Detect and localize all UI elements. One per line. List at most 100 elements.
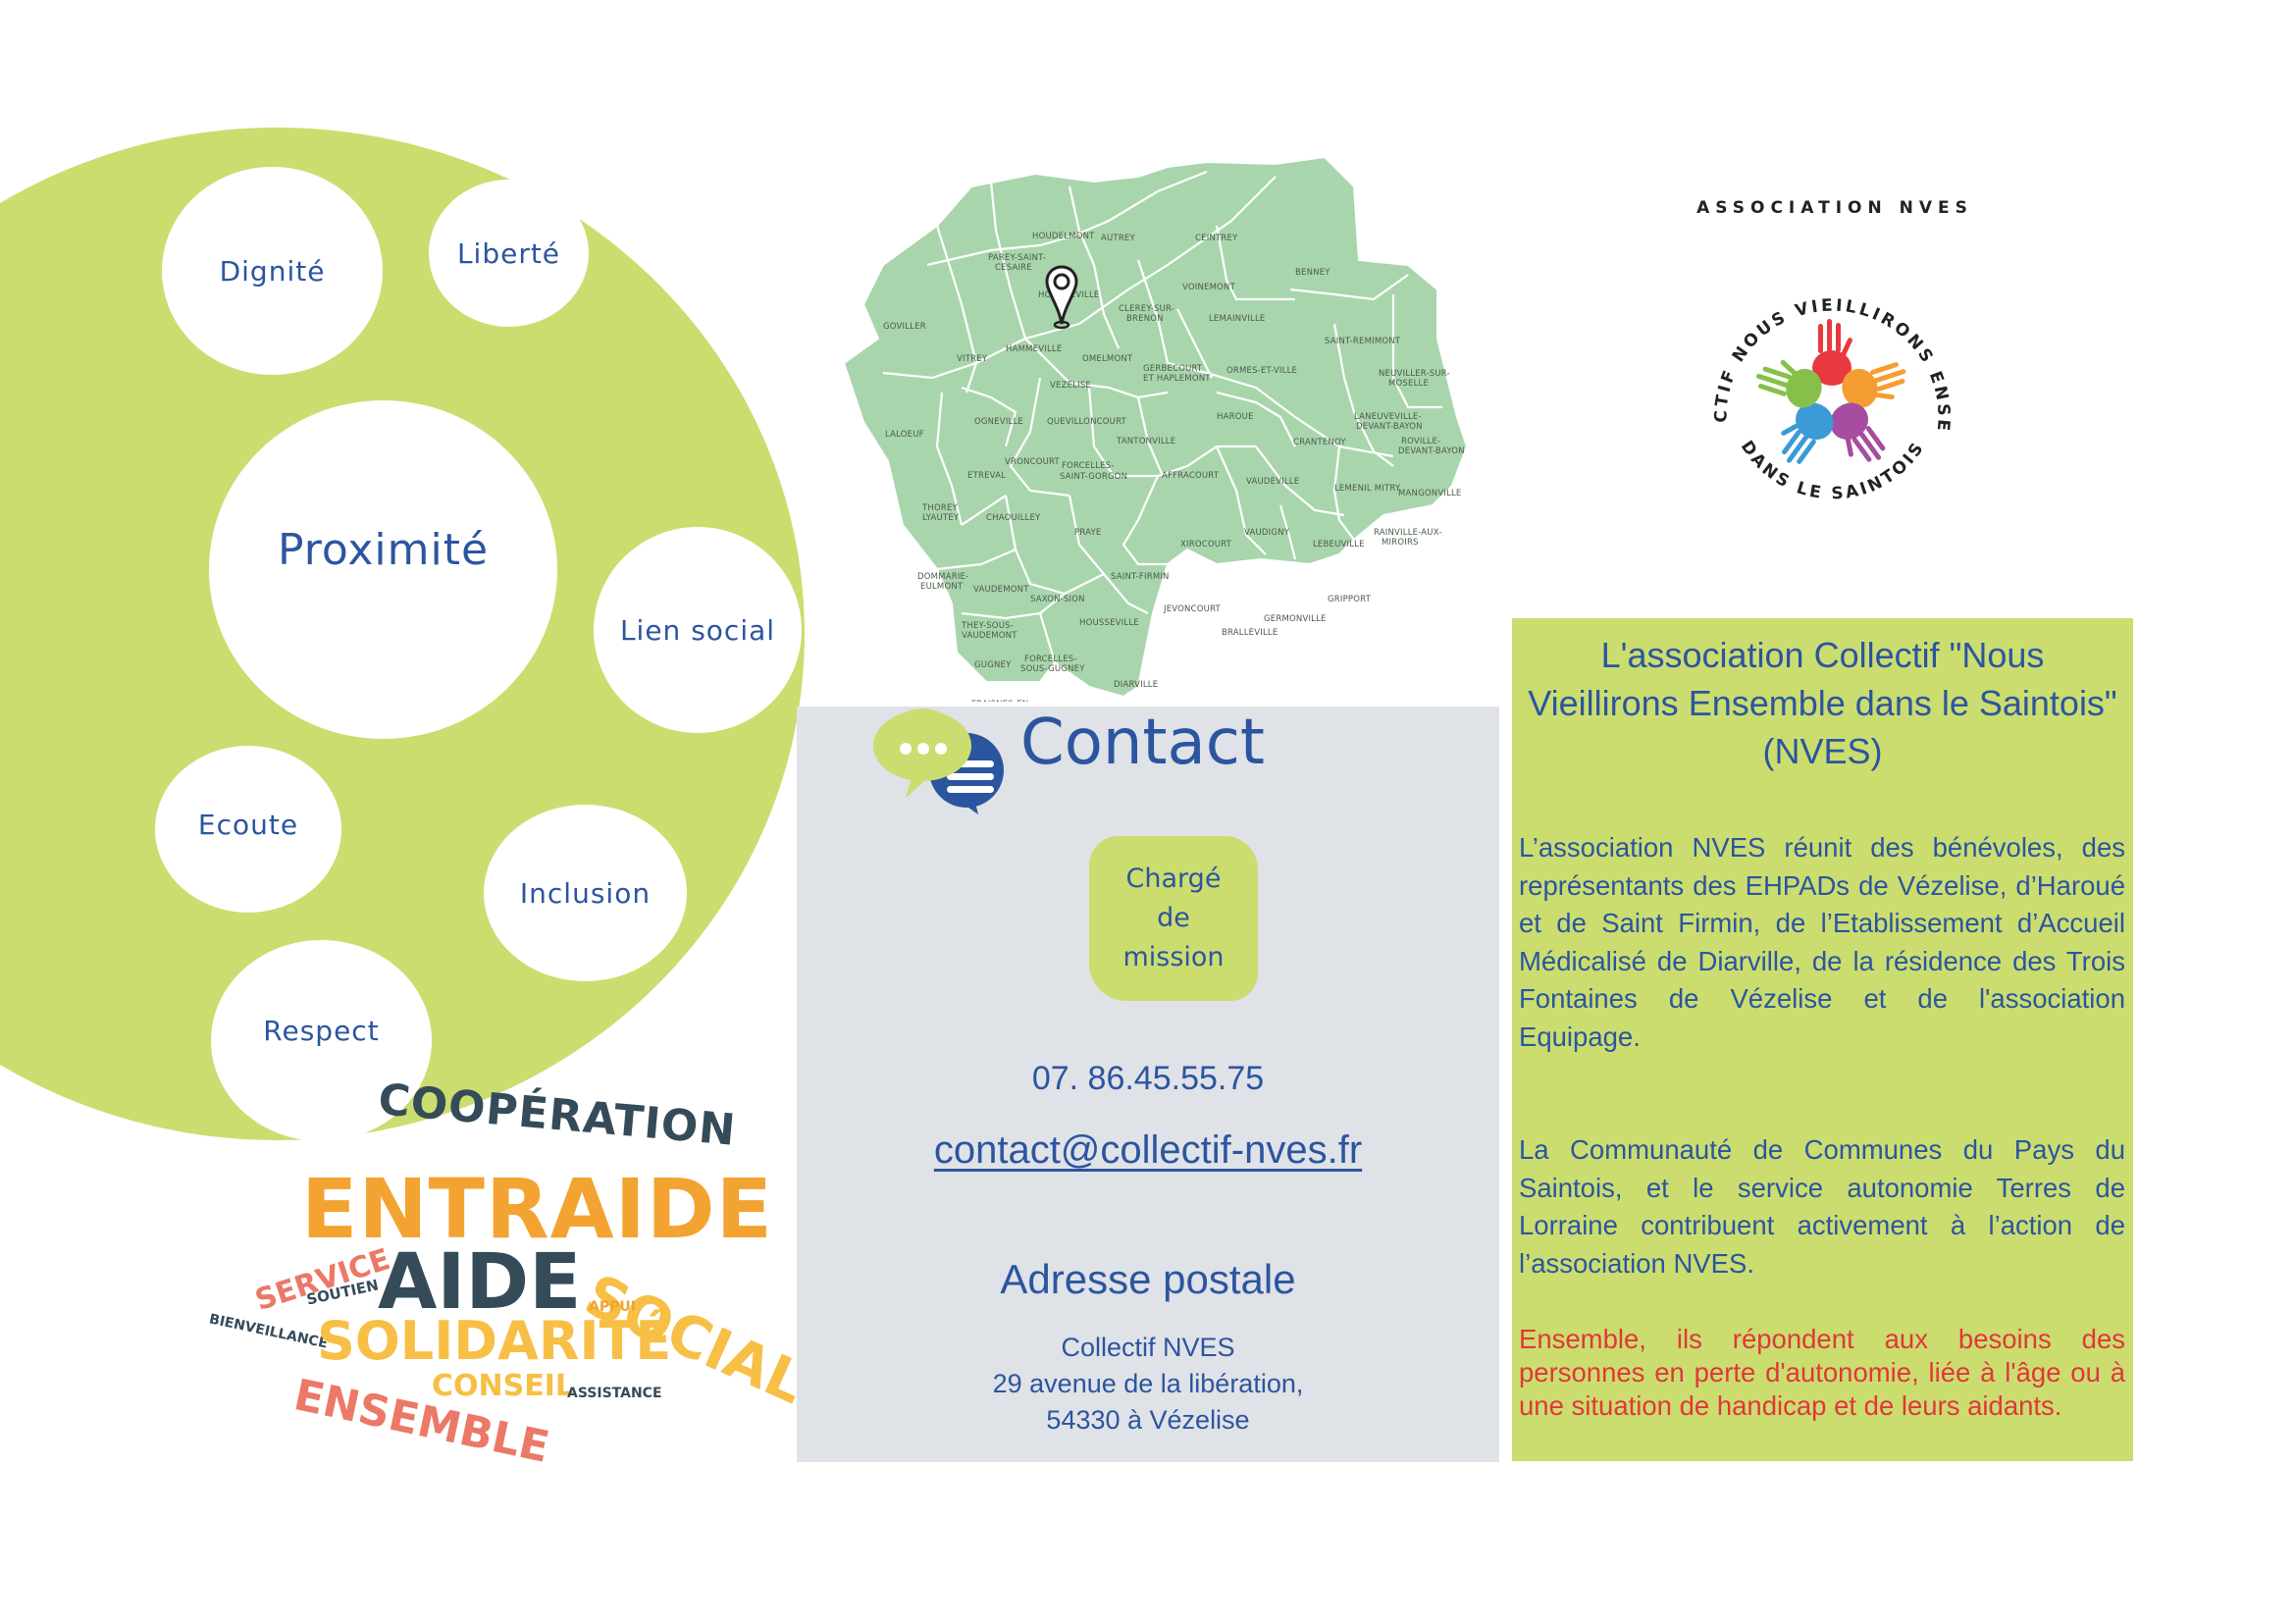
svg-text:GERMONVILLE: GERMONVILLE	[1264, 614, 1327, 624]
svg-text:CRANTENOY: CRANTENOY	[1293, 438, 1346, 447]
svg-text:SAINT-GORGON: SAINT-GORGON	[1060, 472, 1127, 482]
svg-text:DEVANT-BAYON: DEVANT-BAYON	[1398, 446, 1465, 456]
logo-ring-bottom: DANS LE SAINTOIS	[1737, 438, 1926, 504]
svg-text:JEVONCOURT: JEVONCOURT	[1163, 604, 1222, 614]
value-label: Respect	[263, 1015, 380, 1047]
svg-text:AFFRACOURT: AFFRACOURT	[1162, 471, 1220, 481]
logo-title: ASSOCIATION NVES	[1696, 198, 1973, 218]
svg-text:SAINT-FIRMIN: SAINT-FIRMIN	[1111, 572, 1170, 582]
value-bubble-ecoute: Ecoute	[155, 746, 341, 913]
svg-text:AUTREY: AUTREY	[1101, 234, 1136, 243]
map-svg: HOUDELMONT AUTREY CEINTREY PAREY-SAINT- …	[842, 155, 1469, 739]
nves-logo: COLLECTIF NOUS VIEILLIRONS ENSEMBLE DANS…	[1697, 250, 1951, 504]
svg-text:VOINEMONT: VOINEMONT	[1182, 283, 1236, 292]
svg-text:PRAYE: PRAYE	[1074, 528, 1101, 538]
svg-text:FORCELLES-: FORCELLES-	[1024, 655, 1077, 664]
svg-text:ORMES-ET-VILLE: ORMES-ET-VILLE	[1226, 366, 1297, 376]
postal-address: Collectif NVES 29 avenue de la libératio…	[797, 1330, 1499, 1439]
commune-borders	[882, 170, 1442, 663]
svg-text:OGNEVILLE: OGNEVILLE	[974, 417, 1023, 427]
svg-text:HAROUE: HAROUE	[1217, 412, 1254, 422]
svg-text:LANEUVEVILLE-: LANEUVEVILLE-	[1354, 412, 1422, 422]
word-appui: APPUI	[589, 1299, 636, 1315]
svg-text:CHAOUILLEY: CHAOUILLEY	[986, 513, 1041, 523]
svg-text:OMELMONT: OMELMONT	[1082, 354, 1133, 364]
word-cooperation: COOPÉRATION	[376, 1074, 739, 1156]
svg-text:ET HAPLEMONT: ET HAPLEMONT	[1143, 374, 1211, 384]
commune-labels: HOUDELMONT AUTREY CEINTREY PAREY-SAINT- …	[883, 232, 1465, 739]
value-label: Dignité	[219, 254, 326, 288]
svg-text:LALOEUF: LALOEUF	[885, 430, 924, 440]
about-paragraph-members: L’association NVES réunit des bénévoles,…	[1519, 832, 2125, 1052]
phone-number[interactable]: 07. 86.45.55.75	[1031, 1060, 1265, 1097]
role-line: mission	[1122, 942, 1225, 972]
chat-bubbles-icon	[873, 708, 1004, 814]
svg-text:DOMMARIE-: DOMMARIE-	[917, 572, 968, 582]
svg-text:VAUDIGNY: VAUDIGNY	[1244, 528, 1290, 538]
word-conseil: CONSEIL	[432, 1369, 575, 1403]
svg-text:GUGNEY: GUGNEY	[974, 660, 1012, 670]
value-bubble-proximite: Proximité	[209, 400, 557, 739]
svg-text:LEMAINVILLE: LEMAINVILLE	[1209, 314, 1265, 324]
value-label: Inclusion	[519, 876, 652, 910]
role-line: Chargé	[1125, 864, 1222, 894]
svg-text:FRAISNES-EN-: FRAISNES-EN-	[971, 700, 1032, 702]
svg-text:SOUS-GUGNEY: SOUS-GUGNEY	[1020, 664, 1085, 674]
svg-text:HAMMEVILLE: HAMMEVILLE	[1006, 344, 1062, 354]
svg-text:SAINT-REMIMONT: SAINT-REMIMONT	[1325, 337, 1401, 346]
contact-panel	[797, 707, 1499, 1462]
svg-text:THEY-SOUS-: THEY-SOUS-	[961, 621, 1014, 631]
saintois-map: HOUDELMONT AUTREY CEINTREY PAREY-SAINT- …	[842, 152, 1491, 739]
word-solidarite: SOLIDARITÉ	[317, 1310, 672, 1372]
address-line: Collectif NVES	[1061, 1333, 1235, 1362]
svg-text:CLEREY-SUR-: CLEREY-SUR-	[1119, 304, 1174, 314]
svg-text:NEUVILLER-SUR-: NEUVILLER-SUR-	[1379, 369, 1450, 379]
svg-text:BRALLEVILLE: BRALLEVILLE	[1222, 628, 1278, 638]
svg-text:VAUDEVILLE: VAUDEVILLE	[1246, 477, 1299, 487]
svg-text:DIARVILLE: DIARVILLE	[1114, 680, 1158, 690]
svg-text:CEINTREY: CEINTREY	[1195, 234, 1238, 243]
value-label: Ecoute	[197, 808, 299, 841]
word-entraide: ENTRAIDE	[301, 1161, 774, 1257]
value-bubble-respect: Respect	[211, 940, 432, 1141]
word-assistance: ASSISTANCE	[567, 1386, 662, 1401]
word-aide: AIDE	[378, 1238, 582, 1327]
word-bienveillance: BIENVEILLANCE	[207, 1311, 330, 1352]
email-container: contact@collectif-nves.fr	[797, 1128, 1499, 1173]
svg-text:MANGONVILLE: MANGONVILLE	[1398, 489, 1462, 498]
role-line: de	[1157, 903, 1190, 933]
role-badge: Chargé de mission	[1089, 836, 1258, 1001]
value-label: Lien social	[619, 613, 776, 647]
svg-text:FORCELLES-: FORCELLES-	[1062, 461, 1115, 471]
svg-text:VAUDEMONT: VAUDEMONT	[962, 631, 1017, 641]
address-line: 29 avenue de la libération,	[992, 1369, 1304, 1398]
svg-text:QUEVILLONCOURT: QUEVILLONCOURT	[1047, 417, 1127, 427]
svg-text:HOUDELMONT: HOUDELMONT	[1032, 232, 1095, 241]
svg-text:MOSELLE: MOSELLE	[1388, 379, 1429, 389]
about-panel	[1512, 618, 2133, 1461]
email-link[interactable]: contact@collectif-nves.fr	[933, 1128, 1363, 1172]
svg-text:THOREY: THOREY	[921, 503, 959, 513]
svg-text:VRONCOURT: VRONCOURT	[1005, 457, 1061, 467]
svg-text:SAXON-SION: SAXON-SION	[1030, 595, 1085, 604]
value-label: Proximité	[277, 525, 490, 575]
value-bubble-inclusion: Inclusion	[484, 805, 687, 981]
svg-text:BRENON: BRENON	[1126, 314, 1164, 324]
svg-text:PAREY-SAINT-: PAREY-SAINT-	[988, 253, 1046, 263]
about-title: L'association Collectif "Nous Vieilliron…	[1528, 635, 2117, 771]
location-pin-icon	[1045, 265, 1078, 330]
svg-text:ROVILLE-: ROVILLE-	[1401, 437, 1440, 446]
about-paragraph-mission: Ensemble, ils répondent aux besoins des …	[1519, 1324, 2125, 1421]
svg-text:BENNEY: BENNEY	[1295, 268, 1330, 278]
value-bubble-dignite: Dignité	[162, 167, 383, 375]
svg-text:VITREY: VITREY	[957, 354, 988, 364]
contact-title: Contact	[1020, 707, 1265, 779]
svg-text:ETREVAL: ETREVAL	[967, 471, 1006, 481]
svg-text:EULMONT: EULMONT	[920, 582, 964, 592]
value-bubble-lien-social: Lien social	[594, 527, 802, 733]
about-paragraph-partners: La Communauté de Communes du Pays du Sai…	[1519, 1134, 2125, 1279]
svg-text:HOUSSEVILLE: HOUSSEVILLE	[1079, 618, 1139, 628]
hands-icon	[1756, 319, 1906, 464]
svg-text:CESAIRE: CESAIRE	[995, 263, 1032, 273]
value-bubble-liberte: Liberté	[429, 180, 589, 327]
